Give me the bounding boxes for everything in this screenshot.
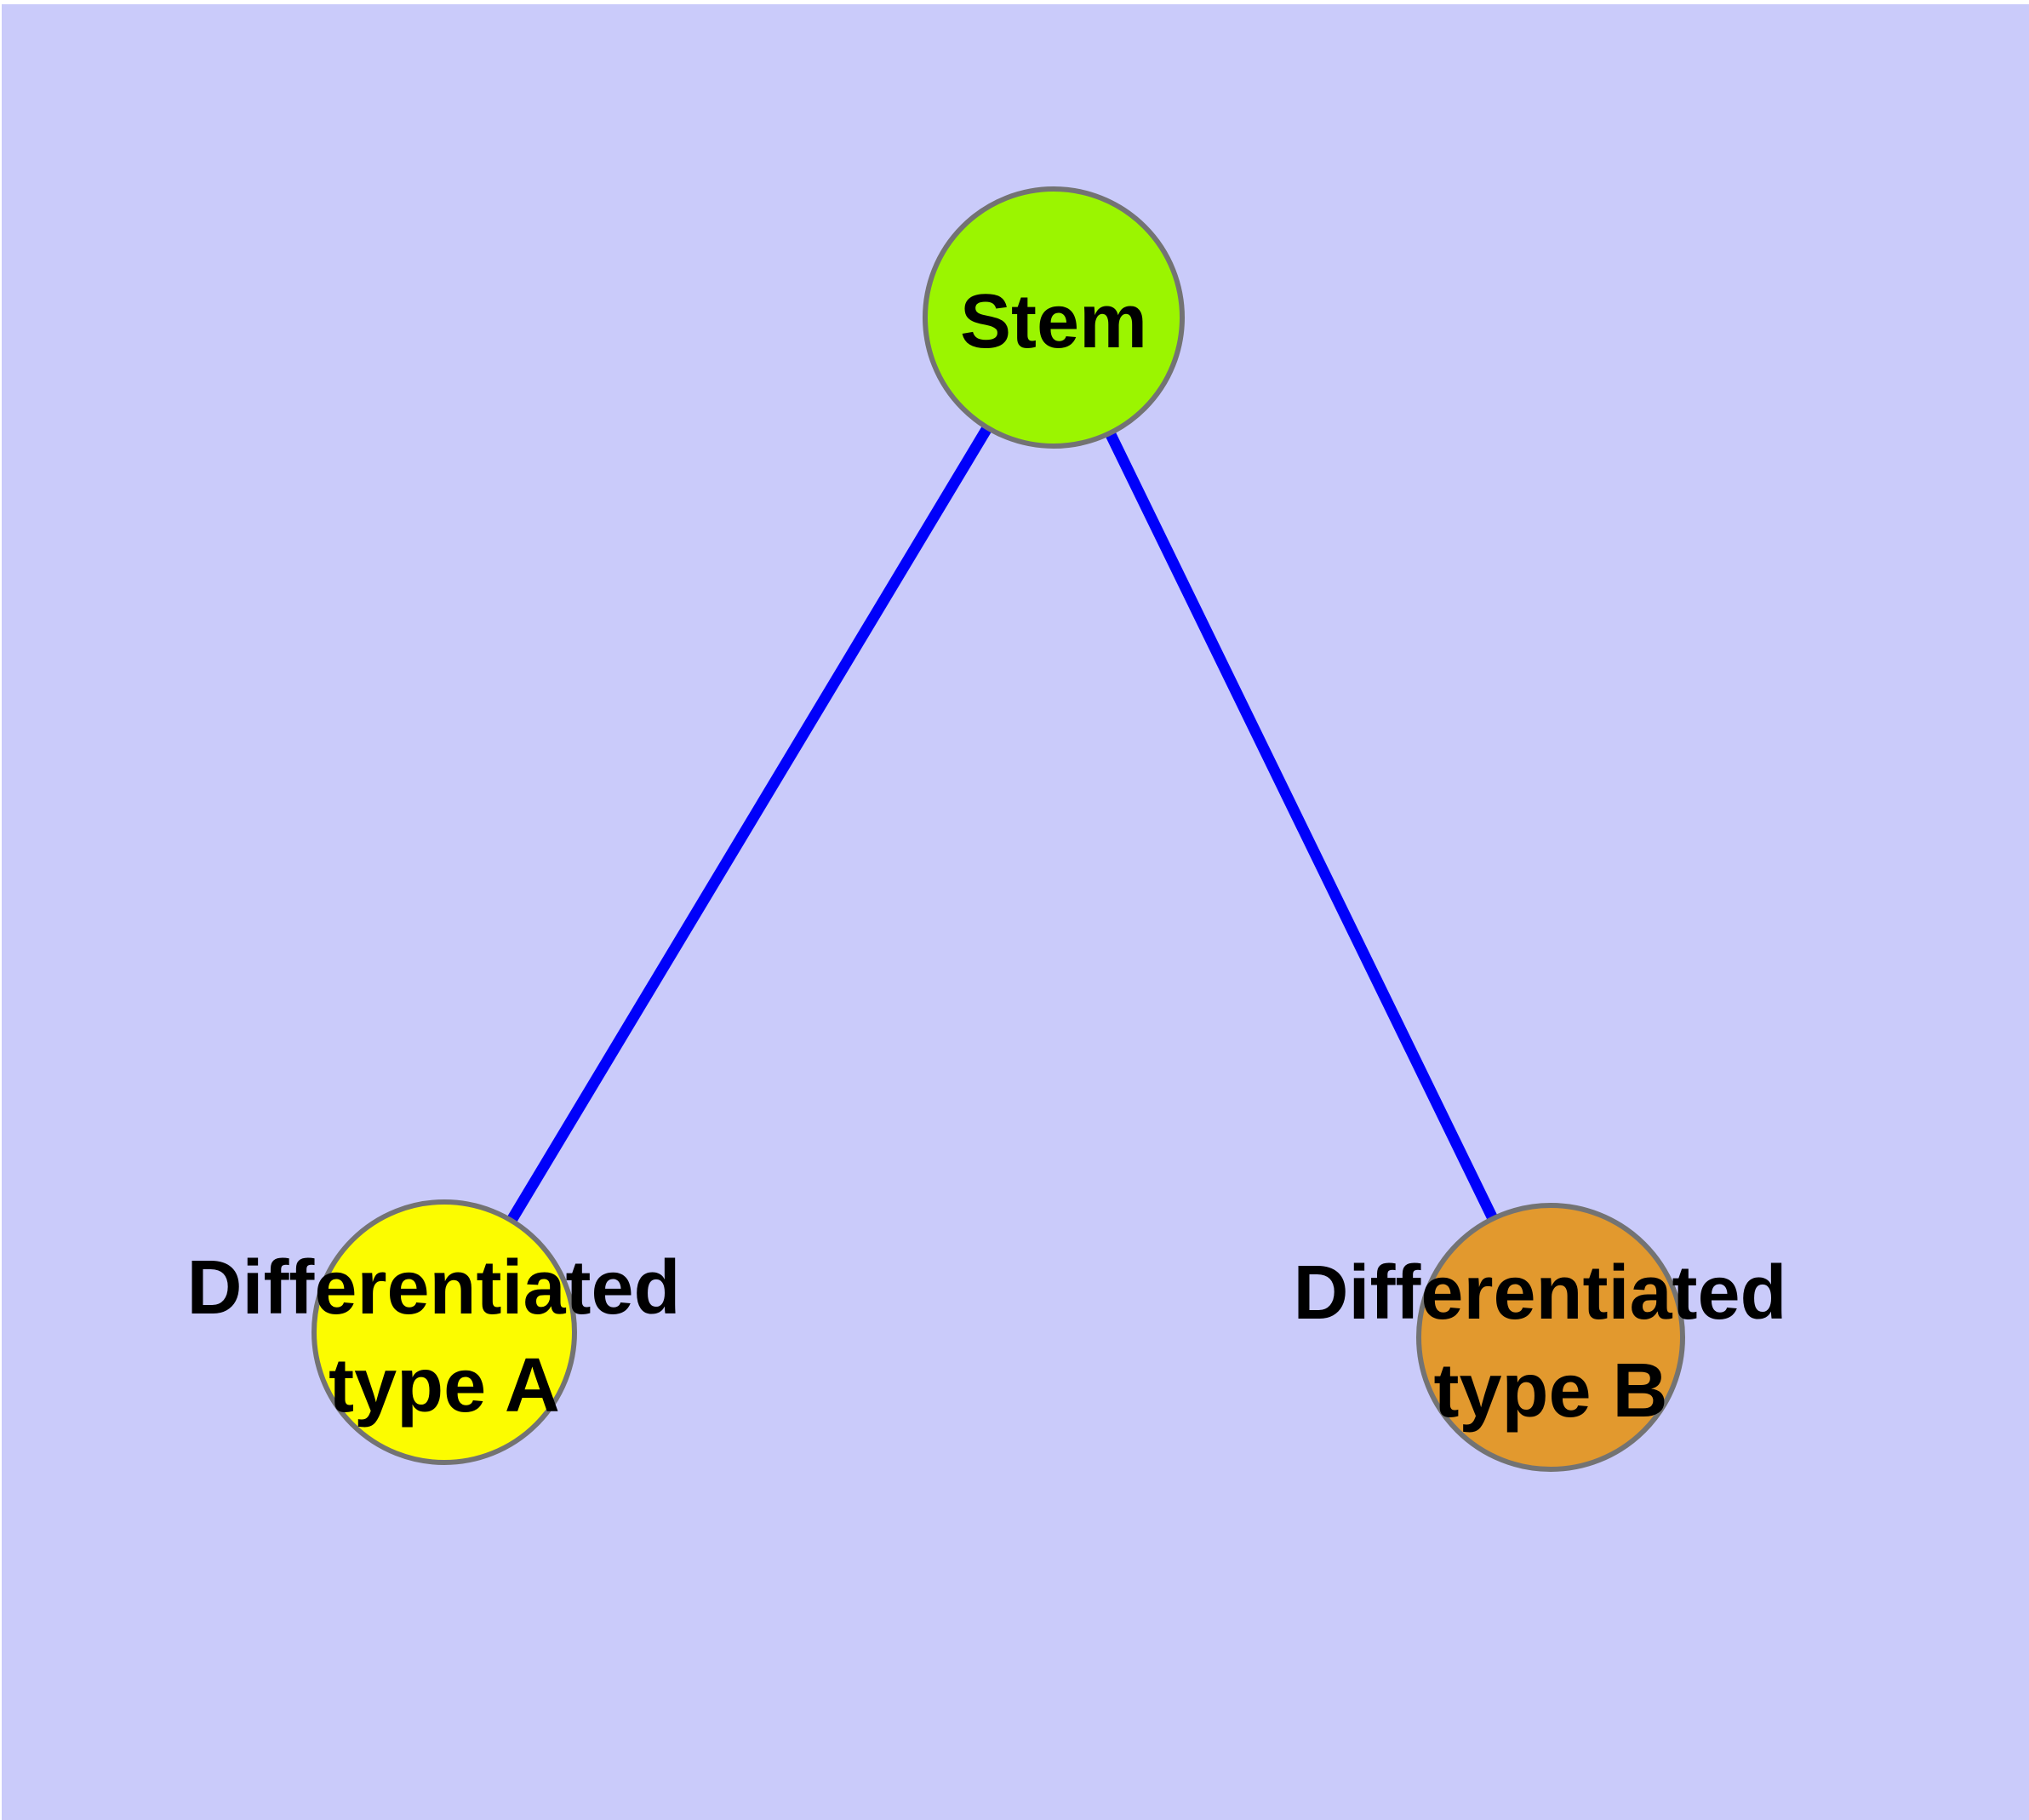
node-type-a-label-line2: type A <box>329 1343 560 1428</box>
node-type-a-circle <box>311 1199 577 1465</box>
node-type-b-label-line1: Differentiated <box>1293 1251 1786 1336</box>
edge-stem-to-type-b <box>1049 315 1556 1340</box>
node-stem-circle <box>923 186 1185 449</box>
node-type-a-label: Differentiated type A <box>186 1245 701 1428</box>
edge-stem-to-type-a <box>439 314 1059 1336</box>
node-type-b: Differentiated type B <box>1293 1203 1808 1472</box>
node-type-b-label: Differentiated type B <box>1293 1251 1808 1434</box>
node-type-a: Differentiated type A <box>186 1199 701 1465</box>
node-type-a-label-line1: Differentiated <box>186 1245 680 1331</box>
node-stem-label: Stem <box>960 279 1147 364</box>
node-stem: Stem <box>923 186 1185 449</box>
node-type-b-label-line2: type B <box>1433 1348 1667 1434</box>
edge-group <box>439 314 1556 1340</box>
node-type-b-circle <box>1416 1203 1685 1472</box>
